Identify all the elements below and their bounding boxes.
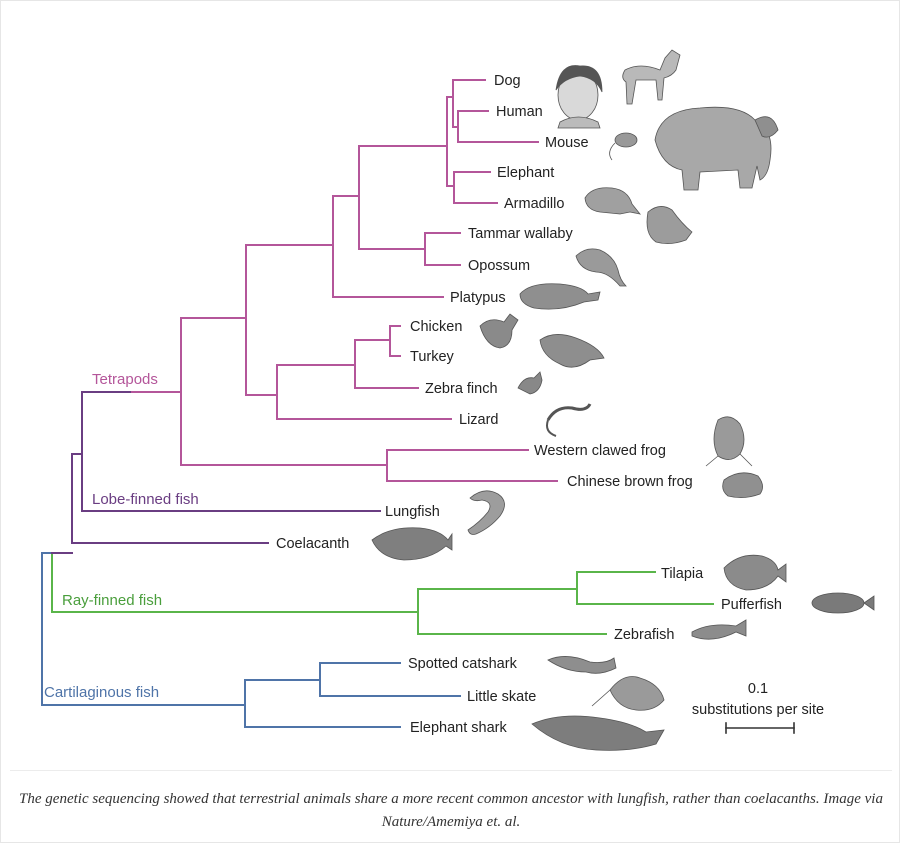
dog-icon bbox=[623, 50, 680, 104]
branches-lobe-finned bbox=[52, 392, 380, 553]
leaf-platypus: Platypus bbox=[450, 290, 506, 306]
turkey-icon bbox=[540, 334, 604, 367]
opossum-icon bbox=[576, 249, 626, 286]
phylogenetic-tree: Dog Human Mouse Elephant Armadillo Tamma… bbox=[0, 0, 902, 780]
leaf-tammar-wallaby: Tammar wallaby bbox=[468, 226, 573, 242]
platypus-icon bbox=[520, 284, 600, 309]
tilapia-icon bbox=[724, 555, 786, 590]
leaf-armadillo: Armadillo bbox=[504, 196, 564, 212]
leaf-elephant: Elephant bbox=[497, 165, 554, 181]
leaf-mouse: Mouse bbox=[545, 135, 589, 151]
group-label-cartilaginous: Cartilaginous fish bbox=[44, 684, 159, 701]
leaf-zebra-finch: Zebra finch bbox=[425, 381, 498, 397]
chinese-brown-frog-icon bbox=[723, 473, 763, 498]
leaf-chinese-brown-frog: Chinese brown frog bbox=[567, 474, 693, 490]
scale-value: 0.1 bbox=[748, 681, 768, 697]
armadillo-icon bbox=[585, 188, 640, 214]
zebra-finch-icon bbox=[518, 372, 542, 394]
chicken-icon bbox=[480, 314, 518, 348]
leaf-tilapia: Tilapia bbox=[661, 566, 704, 582]
lizard-icon bbox=[547, 404, 590, 436]
group-label-lobe-finned: Lobe-finned fish bbox=[92, 491, 199, 508]
leaf-dog: Dog bbox=[494, 73, 521, 89]
leaf-coelacanth: Coelacanth bbox=[276, 536, 349, 552]
zebrafish-icon bbox=[692, 620, 746, 639]
figure-caption: The genetic sequencing showed that terre… bbox=[10, 788, 892, 833]
caption-separator bbox=[10, 770, 892, 771]
little-skate-icon bbox=[592, 677, 664, 711]
leaf-pufferfish: Pufferfish bbox=[721, 597, 782, 613]
leaf-human: Human bbox=[496, 104, 543, 120]
leaf-spotted-catshark: Spotted catshark bbox=[408, 656, 518, 672]
leaf-western-clawed-frog: Western clawed frog bbox=[534, 443, 666, 459]
pufferfish-icon bbox=[812, 593, 874, 613]
leaf-elephant-shark: Elephant shark bbox=[410, 720, 507, 736]
leaf-chicken: Chicken bbox=[410, 319, 462, 335]
coelacanth-icon bbox=[372, 528, 452, 560]
mouse-icon bbox=[610, 133, 637, 160]
leaf-zebrafish: Zebrafish bbox=[614, 627, 674, 643]
scale-unit: substitutions per site bbox=[692, 702, 824, 718]
human-portrait-icon bbox=[556, 66, 602, 129]
leaf-lizard: Lizard bbox=[459, 412, 499, 428]
spotted-catshark-icon bbox=[548, 656, 616, 673]
western-clawed-frog-icon bbox=[706, 417, 752, 466]
elephant-shark-icon bbox=[532, 716, 664, 750]
wallaby-icon bbox=[647, 206, 692, 243]
leaf-opossum: Opossum bbox=[468, 258, 530, 274]
lungfish-icon bbox=[468, 491, 505, 535]
leaf-turkey: Turkey bbox=[410, 349, 455, 365]
elephant-icon bbox=[655, 107, 778, 190]
scale-bar bbox=[726, 723, 794, 733]
leaf-lungfish: Lungfish bbox=[385, 504, 440, 520]
group-label-ray-finned: Ray-finned fish bbox=[62, 592, 162, 609]
group-label-tetrapods: Tetrapods bbox=[92, 371, 158, 388]
leaf-little-skate: Little skate bbox=[467, 689, 536, 705]
